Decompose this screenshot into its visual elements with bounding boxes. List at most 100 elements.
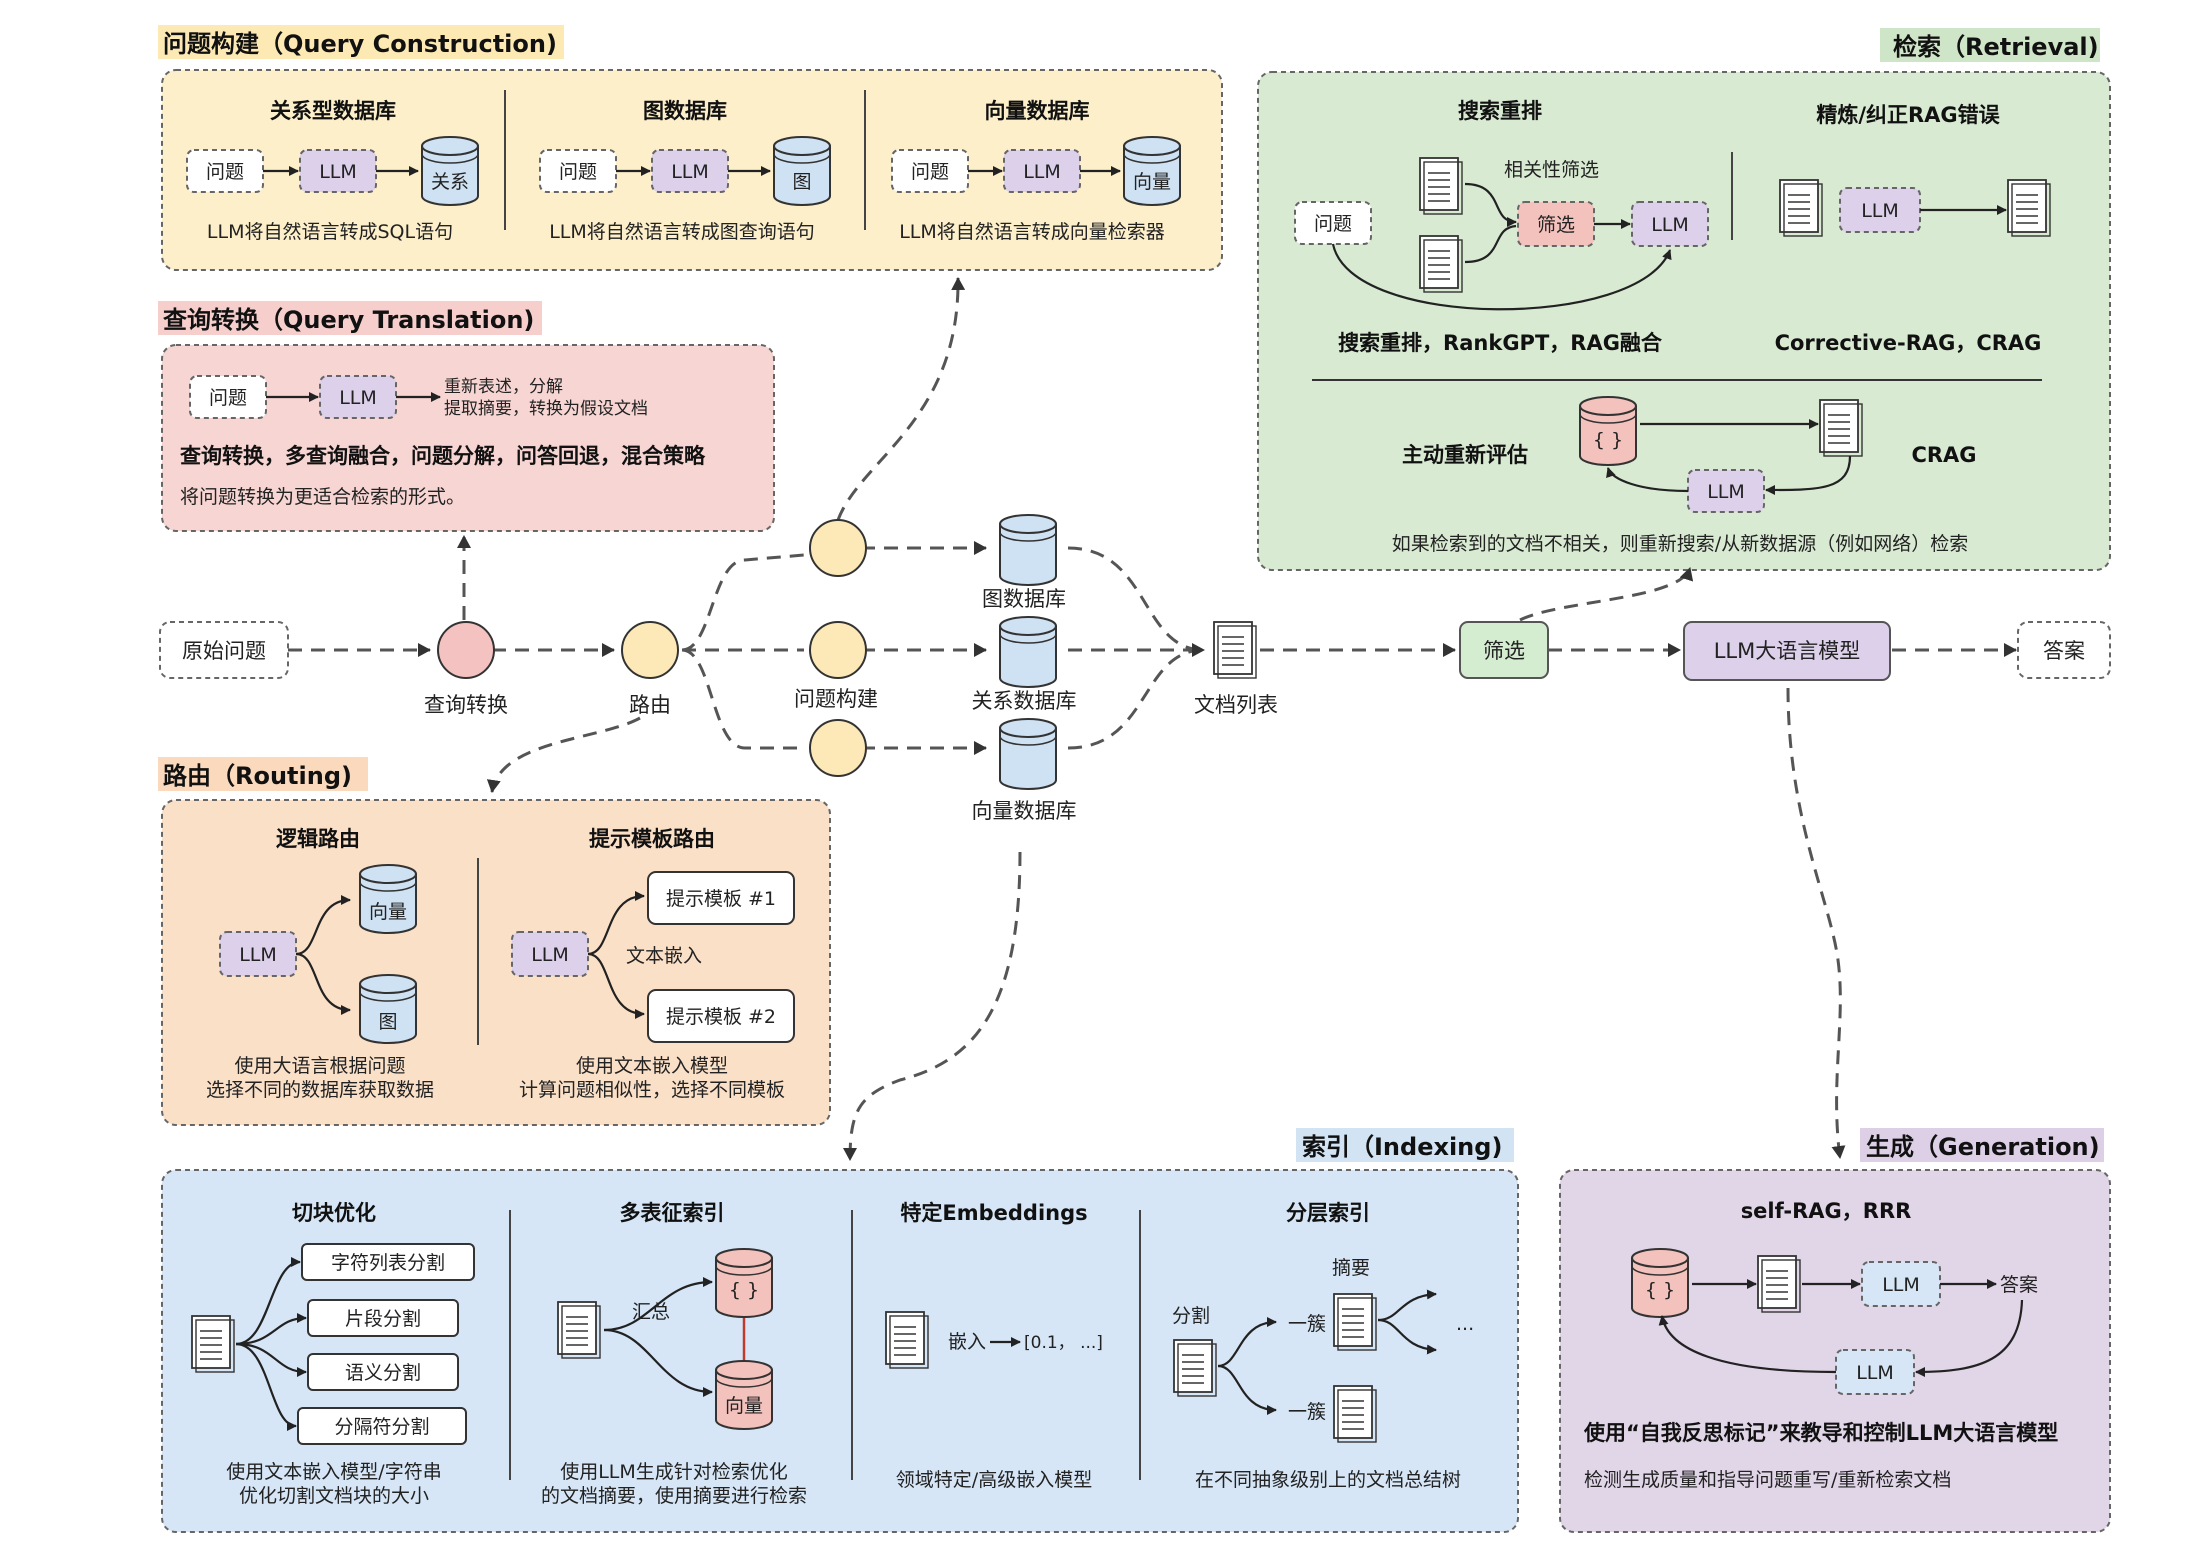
document-icon (1173, 1339, 1217, 1397)
flow-filter: 筛选 (1483, 639, 1525, 663)
flow-raw-question: 原始问题 (182, 639, 266, 663)
embeddings-title: 特定Embeddings (900, 1201, 1087, 1225)
routing-logical: 逻辑路由 LLM 向量 图 使用大语言根据问题 选择不同的数据库获取数据 (206, 827, 434, 1101)
routing-section: 路由（Routing) 逻辑路由 LLM 向量 图 使用大语言根据问题 选择不同… (158, 757, 831, 1126)
flow-llm: LLM大语言模型 (1714, 639, 1861, 663)
indexing-section: 索引（Indexing) 切块优化 字符列表分割 片段分割 语义分割 分隔符分割… (161, 1128, 1519, 1533)
routing-semantic-llm: LLM (531, 944, 569, 966)
database-icon (715, 1248, 773, 1318)
routing-embed-label: 文本嵌入 (626, 945, 702, 967)
routing-template-1: 提示模板 #1 (666, 888, 776, 910)
document-icon (1757, 1255, 1801, 1313)
qc-relational: 关系型数据库 问题 LLM 关系 LLM将自然语言转成SQL语句 (186, 99, 479, 243)
database-icon (999, 514, 1057, 586)
document-icon (1333, 1385, 1377, 1443)
qc-relational-llm: LLM (319, 161, 357, 183)
chunk-caption-1: 使用文本嵌入模型/字符串 (226, 1461, 441, 1483)
qc-graph-llm: LLM (671, 161, 709, 183)
multi-title: 多表征索引 (620, 1201, 725, 1225)
embeddings-embed-label: 嵌入 (948, 1331, 986, 1353)
hierarchical-title: 分层索引 (1286, 1201, 1370, 1225)
generation-answer: 答案 (2000, 1274, 2038, 1296)
rerank-llm: LLM (1651, 214, 1689, 236)
document-icon (1819, 399, 1863, 457)
flow-vector-db: 向量数据库 (972, 799, 1077, 823)
refine-llm: LLM (1861, 200, 1899, 222)
database-icon (999, 718, 1057, 790)
document-icon (1213, 621, 1257, 679)
qc-graph-store: 图 (792, 171, 811, 193)
rerank-relevance-label: 相关性筛选 (1504, 159, 1599, 181)
flow-answer-box (2017, 621, 2111, 679)
qc-vector-title: 向量数据库 (985, 99, 1090, 123)
chunk-option-3: 语义分割 (345, 1362, 421, 1384)
retrieval-section: 检索（Retrieval) 搜索重排 问题 相关性筛选 筛选 LLM 搜索重排，… (1257, 28, 2111, 571)
routing-logical-caption-1: 使用大语言根据问题 (234, 1055, 405, 1077)
rerank-title: 搜索重排 (1458, 99, 1542, 123)
flow-construction-node-b (809, 621, 867, 679)
qt-input: 问题 (209, 387, 247, 409)
qt-methods: 查询转换，多查询融合，问题分解，问答回退，混合策略 (180, 444, 706, 468)
retrieval-active: 主动重新评估 { } LLM CRAG 如果检索到的文档不相关，则重新搜索/从新… (1392, 396, 1977, 555)
flow-llm-box (1683, 621, 1891, 681)
qc-vector-store: 向量 (1133, 171, 1171, 193)
active-db-icon: { } (1593, 429, 1623, 451)
indexing-embeddings: 特定Embeddings 嵌入 [0.1， ...] 领域特定/高级嵌入模型 (885, 1201, 1103, 1491)
flow-relational-db: 关系数据库 (972, 689, 1077, 713)
qc-relational-title: 关系型数据库 (270, 99, 396, 123)
generation-caption: 检测生成质量和指导问题重写/重新检索文档 (1584, 1469, 1951, 1491)
flow-query-translation-node (437, 621, 495, 679)
hierarchical-cluster-b: 一簇 (1288, 1401, 1326, 1423)
qt-llm: LLM (339, 387, 377, 409)
document-icon (885, 1311, 929, 1369)
generation-title: 生成（Generation) (1866, 1133, 2100, 1161)
routing-semantic-caption-2: 计算问题相似性，选择不同模板 (519, 1079, 785, 1101)
document-icon (557, 1301, 601, 1359)
retrieval-refine: 精炼/纠正RAG错误 LLM Corrective-RAG，CRAG (1775, 103, 2051, 355)
database-icon (999, 616, 1057, 688)
qc-vector-llm: LLM (1023, 161, 1061, 183)
qc-graph-title: 图数据库 (643, 99, 727, 123)
flow-routing-label: 路由 (629, 693, 671, 717)
document-icon (1419, 235, 1463, 293)
generation-methods: self-RAG，RRR (1741, 1199, 1912, 1223)
embeddings-vector-text: [0.1， ...] (1024, 1333, 1103, 1353)
hierarchical-cluster-a: 一簇 (1288, 1313, 1326, 1335)
retrieval-title: 检索（Retrieval) (1893, 33, 2099, 61)
database-icon (773, 136, 831, 206)
routing-semantic: 提示模板路由 LLM 提示模板 #1 提示模板 #2 文本嵌入 使用文本嵌入模型… (511, 827, 795, 1101)
hierarchical-summary-label: 摘要 (1332, 1257, 1370, 1279)
qc-graph-caption: LLM将自然语言转成图查询语句 (549, 221, 815, 243)
qt-caption: 将问题转换为更适合检索的形式。 (180, 486, 465, 508)
document-icon (191, 1315, 235, 1373)
indexing-multi: 多表征索引 汇总 { } 向量 使用LLM生成针对检索优化 的文档摘要，使用摘要… (541, 1201, 807, 1507)
active-crag-label: CRAG (1911, 443, 1976, 467)
flow-raw-question-box (159, 621, 289, 679)
database-icon (1579, 396, 1637, 466)
database-icon (359, 864, 417, 934)
routing-semantic-title: 提示模板路由 (589, 827, 715, 851)
routing-logical-llm: LLM (239, 944, 277, 966)
document-icon (1419, 157, 1463, 215)
active-title: 主动重新评估 (1402, 443, 1528, 467)
refine-caption: Corrective-RAG，CRAG (1775, 331, 2042, 355)
generation-llm-a: LLM (1882, 1274, 1920, 1296)
query-construction-section: 问题构建（Query Construction) 关系型数据库 问题 LLM 关… (158, 25, 1223, 271)
flow-filter-box (1459, 621, 1549, 679)
database-icon (421, 136, 479, 206)
chunk-option-4: 分隔符分割 (334, 1416, 429, 1438)
flow-answer: 答案 (2043, 639, 2085, 663)
routing-logical-store-b: 图 (378, 1011, 397, 1033)
main-flow: 原始问题 查询转换 路由 问题构建 图数据库 关系数据库 向量数据库 文档列表 (159, 277, 2111, 1161)
query-translation-title: 查询转换（Query Translation) (163, 306, 534, 334)
document-icon (1779, 179, 1823, 237)
generation-llm-b: LLM (1856, 1362, 1894, 1384)
query-construction-title: 问题构建（Query Construction) (163, 30, 557, 58)
flow-graph-db: 图数据库 (982, 587, 1066, 611)
database-icon (359, 974, 417, 1044)
qt-output-line2: 提取摘要，转换为假设文档 (444, 399, 648, 419)
generation-section: 生成（Generation) self-RAG，RRR { } LLM 答案 L… (1559, 1128, 2111, 1533)
hierarchical-caption: 在不同抽象级别上的文档总结树 (1195, 1469, 1461, 1491)
indexing-chunk: 切块优化 字符列表分割 片段分割 语义分割 分隔符分割 使用文本嵌入模型/字符串… (191, 1201, 475, 1507)
multi-caption-2: 的文档摘要，使用摘要进行检索 (541, 1485, 807, 1507)
